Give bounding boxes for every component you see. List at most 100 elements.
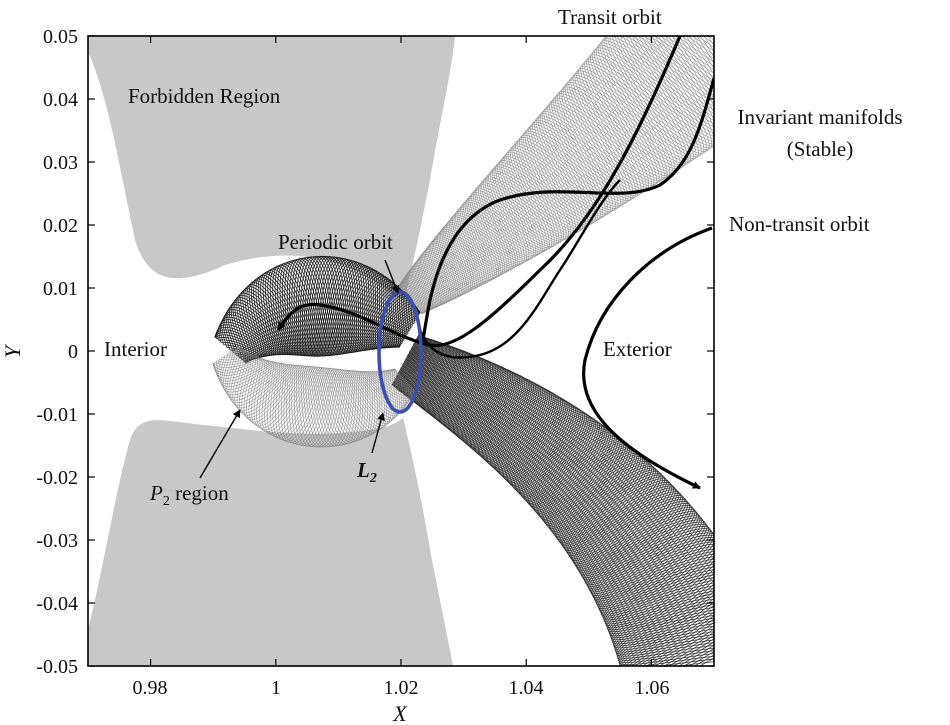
non-transit-orbit-curve	[582, 226, 713, 490]
exterior-manifold-strand	[398, 339, 714, 666]
y-axis-title: Y	[0, 343, 25, 358]
x-tick-label: 0.98	[133, 677, 168, 699]
exterior-manifold-strand	[407, 337, 714, 666]
transit-manifold-strand	[412, 36, 714, 314]
interior-manifold-strand	[214, 263, 421, 357]
y-tick-label: -0.01	[36, 404, 78, 426]
y-tick-label: 0.01	[43, 278, 78, 300]
interior-manifold-strand	[215, 264, 420, 357]
x-tick-labels: 0.98 1 1.02 1.04 1.06	[133, 677, 670, 699]
x-axis-title: X	[392, 701, 408, 725]
transit-manifold-strand	[398, 36, 714, 302]
transit-manifold-strand	[404, 36, 714, 298]
l2-label: L2	[356, 458, 377, 486]
exterior-manifold-strand	[406, 336, 714, 651]
forbidden-region-label: Forbidden Region	[128, 84, 281, 108]
l2-subscript: 2	[369, 471, 377, 486]
p2-region-label: P2 region	[149, 481, 229, 509]
l2-letter: L	[356, 458, 370, 482]
transit-manifold-strand	[403, 36, 714, 297]
x-tick-label: 1.06	[635, 677, 670, 699]
y-tick-label: -0.03	[36, 530, 78, 552]
y-tick-label: 0.04	[43, 89, 78, 111]
p2-manifold-strand	[218, 356, 408, 442]
axis-ticks	[88, 35, 714, 667]
interior-manifold-strand	[216, 263, 419, 357]
exterior-manifold-strand	[402, 338, 714, 666]
y-tick-label: -0.05	[36, 656, 78, 678]
exterior-manifold-strand	[400, 346, 714, 663]
exterior-manifold-strand	[407, 335, 714, 653]
p2-manifold-strand	[212, 360, 416, 442]
p2-manifold-strand	[234, 346, 398, 448]
transit-manifold-strand	[405, 36, 714, 308]
x-tick-label: 1.02	[384, 677, 419, 699]
exterior-manifold-strand	[396, 339, 714, 666]
y-tick-labels: 0.05 0.04 0.03 0.02 0.01 0 -0.01 -0.02 -…	[36, 26, 78, 678]
interior-label: Interior	[104, 337, 167, 361]
p2-region-arrow	[199, 409, 241, 479]
p2-manifold-strand	[215, 360, 412, 440]
p2-manifold-strand	[213, 360, 415, 441]
transit-manifold-strand	[402, 36, 714, 298]
interior-manifold-strand	[218, 261, 417, 357]
exterior-manifold-strand	[403, 344, 714, 645]
p2-subscript: 2	[163, 494, 170, 509]
non-transit-orbit-label: Non-transit orbit	[729, 212, 870, 236]
invariant-manifolds-label: Invariant manifolds	[737, 105, 902, 129]
periodic-orbit-label: Periodic orbit	[278, 230, 393, 254]
transit-manifold-strand	[405, 36, 714, 301]
transit-manifold-strand	[398, 36, 714, 302]
exterior-manifold-strand	[391, 341, 714, 666]
exterior-manifold-strand	[392, 341, 714, 666]
transit-manifold-strand	[398, 36, 714, 303]
y-tick-label: -0.02	[36, 467, 78, 489]
p2-manifold-strand	[235, 347, 400, 448]
exterior-manifold-strand	[393, 340, 714, 666]
y-tick-label: 0	[68, 341, 78, 363]
transit-orbit-curve	[276, 36, 682, 348]
transit-manifold-strand	[399, 36, 714, 305]
thick-orbits	[276, 36, 714, 490]
periodic-orbit-arrow	[384, 259, 400, 294]
exterior-manifold-strand	[400, 338, 714, 666]
transit-orbit-label: Transit orbit	[558, 5, 662, 29]
y-tick-label: -0.04	[36, 593, 78, 615]
exterior-manifold-strand	[404, 338, 714, 666]
transit-manifold-strand	[399, 36, 714, 301]
p2-manifold-strand	[232, 346, 396, 448]
transit-manifold-strand	[403, 36, 714, 307]
p2-manifold-strand	[227, 352, 406, 448]
invariant-manifold-tubes	[212, 36, 714, 666]
transit-manifold-strand	[400, 36, 714, 300]
x-tick-label: 1.04	[509, 677, 544, 699]
p2-letter: P	[149, 481, 163, 505]
exterior-manifold-strand	[402, 347, 714, 643]
transit-manifold-strand	[400, 36, 714, 306]
transit-manifold-strand	[401, 36, 714, 299]
p2-manifold-strand	[214, 361, 414, 440]
exterior-manifold-strand	[404, 341, 714, 647]
y-tick-label: 0.05	[43, 26, 78, 48]
exterior-manifold-strand	[394, 340, 714, 666]
p2-manifold-strand	[230, 350, 404, 448]
exterior-manifold-strand	[391, 341, 714, 666]
p2-manifold-strand	[216, 358, 410, 441]
l2-arrow	[371, 412, 385, 454]
y-tick-label: 0.02	[43, 215, 78, 237]
interior-manifold-strand	[219, 260, 415, 357]
transit-manifold-strand	[402, 36, 714, 306]
exterior-manifold-strand	[401, 347, 714, 641]
forbidden-region-top	[88, 36, 455, 300]
periodic-orbit-ellipse	[377, 290, 423, 414]
forbidden-region-bottom	[88, 418, 453, 666]
transit-manifold-curve	[420, 77, 714, 346]
p2-region-text: region	[170, 481, 229, 505]
p2-manifold-strand	[233, 349, 402, 448]
p2-manifold-strand	[224, 354, 408, 447]
x-tick-label: 1	[271, 677, 281, 699]
exterior-label: Exterior	[603, 337, 672, 361]
exterior-manifold-strand	[408, 334, 714, 655]
forbidden-regions	[88, 36, 455, 666]
